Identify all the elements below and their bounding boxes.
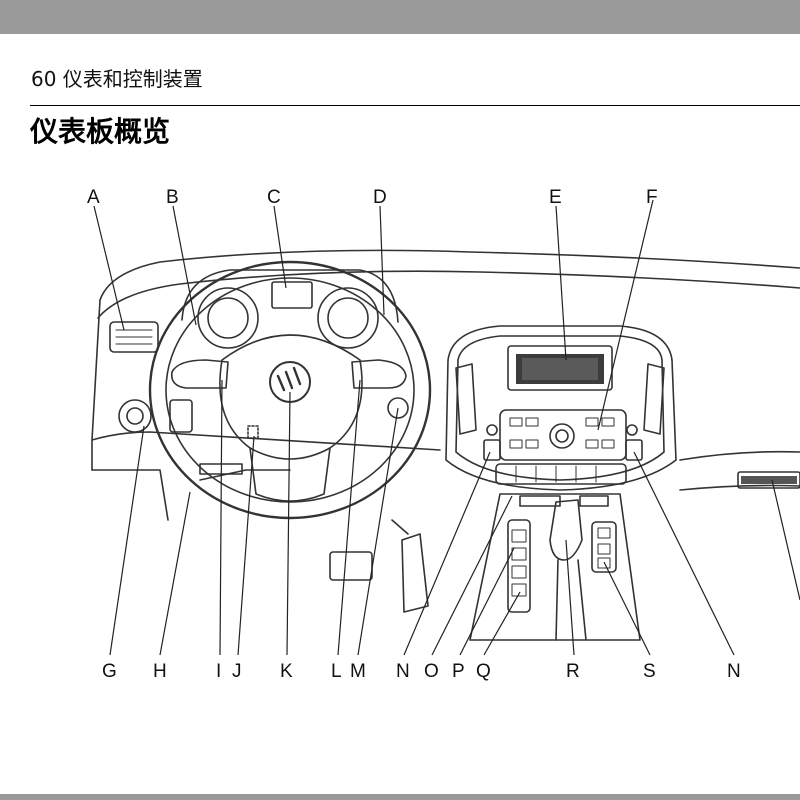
- callout-l: L: [331, 661, 342, 682]
- running-header: 60 仪表和控制装置: [31, 67, 203, 91]
- accelerator-pedal: [401, 533, 429, 613]
- dash-right-panel: [679, 450, 800, 461]
- left-seat-heat-switch: [483, 439, 501, 461]
- speedometer: [317, 287, 379, 349]
- callout-b: B: [166, 187, 179, 208]
- callout-q: Q: [476, 661, 491, 682]
- dash-top-outline: [99, 249, 800, 301]
- callout-i: I: [216, 661, 221, 682]
- left-wheel-controls: [170, 359, 229, 389]
- bottom-gray-bar: [0, 794, 800, 800]
- callout-k: K: [280, 661, 293, 682]
- instrument-cluster-hood: [181, 269, 399, 323]
- callout-c: C: [267, 187, 281, 208]
- callout-d: D: [373, 187, 387, 208]
- section-title: 仪表板概览: [30, 115, 171, 148]
- dash-top-inner: [97, 270, 800, 319]
- left-vent: [109, 321, 159, 353]
- callout-n-left: N: [396, 661, 410, 682]
- radio-knob: [549, 423, 575, 449]
- gear-shifter: [549, 499, 583, 561]
- right-console-switches: [591, 521, 617, 573]
- callout-s: S: [643, 661, 656, 682]
- steering-wheel-hub: [219, 334, 363, 460]
- glovebox-handle: [737, 471, 800, 489]
- wheel-lower-spoke: [249, 447, 331, 502]
- driver-info-display: [271, 281, 313, 309]
- ignition-button: [387, 397, 409, 419]
- callout-o: O: [424, 661, 439, 682]
- callout-e: E: [549, 187, 562, 208]
- header-rule: [30, 105, 800, 106]
- callout-n-right: N: [727, 661, 741, 682]
- parking-pedal: [329, 551, 373, 581]
- callout-h: H: [153, 661, 167, 682]
- callout-g: G: [102, 661, 117, 682]
- right-seat-heat-switch: [625, 439, 643, 461]
- dash-knee-line: [91, 469, 169, 521]
- radio-control-panel: [499, 409, 627, 461]
- climate-control-strip: [495, 463, 627, 485]
- left-center-vent: [455, 363, 477, 435]
- dash-left-side: [91, 299, 101, 471]
- left-console-switches: [507, 519, 531, 613]
- callout-r: R: [566, 661, 580, 682]
- steering-wheel-rim: [148, 260, 432, 520]
- top-gray-bar: [0, 0, 800, 34]
- dash-lower-edge: [91, 431, 441, 451]
- right-center-vent: [643, 363, 665, 435]
- center-display-bezel: [507, 345, 613, 391]
- headlamp-switch: [118, 399, 152, 433]
- callout-f: F: [646, 187, 658, 208]
- center-console: [469, 493, 641, 641]
- callout-a: A: [87, 187, 100, 208]
- tachometer: [197, 287, 259, 349]
- callout-p: P: [452, 661, 465, 682]
- right-wheel-controls: [351, 359, 407, 389]
- dash-right-lower: [679, 484, 800, 491]
- callout-m: M: [350, 661, 366, 682]
- callout-j: J: [232, 661, 242, 682]
